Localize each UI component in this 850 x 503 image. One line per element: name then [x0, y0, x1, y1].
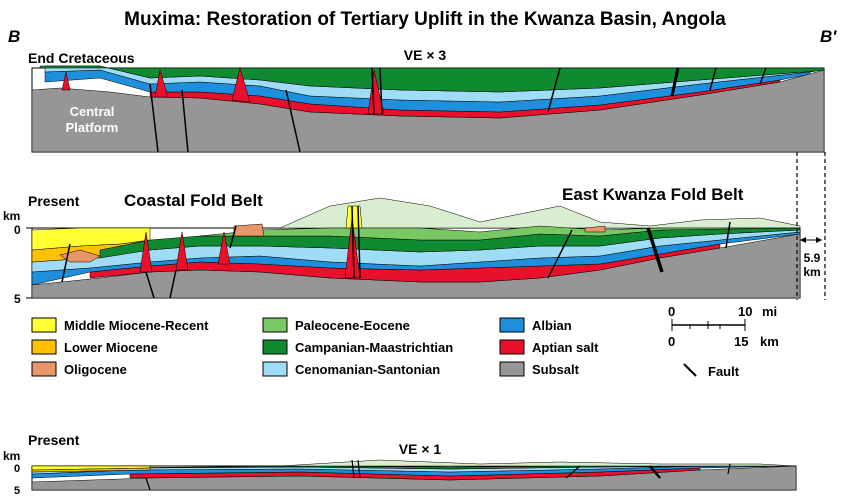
middle-km-bottom: 5 [14, 292, 21, 306]
legend-label: Paleocene-Eocene [295, 318, 410, 333]
bottom-km-unit: km [3, 449, 20, 463]
legend-label: Campanian-Maastrichtian [295, 340, 453, 355]
legend-swatch [262, 361, 288, 377]
section-present-ve3: 5.9 km Present Coastal Fold Belt East Kw… [3, 152, 826, 306]
bottom-section-label: Present [28, 432, 80, 448]
scale-km-zero: 0 [668, 334, 675, 349]
legend-label: Middle Miocene-Recent [64, 318, 209, 333]
top-section-label: End Cretaceous [28, 50, 135, 66]
endpoint-right: B′ [820, 27, 837, 46]
bottom-ve-label: VE × 1 [399, 441, 442, 457]
section-present-ve1: Present VE × 1 km 0 5 [3, 432, 797, 497]
legend-swatch [31, 339, 57, 355]
figure-title: Muxima: Restoration of Tertiary Uplift i… [124, 9, 726, 30]
legend-label: Albian [532, 318, 572, 333]
middle-km-unit: km [3, 209, 20, 223]
scale-km-unit: km [760, 334, 779, 349]
scale-mi-max: 10 [738, 304, 752, 319]
legend-swatch [31, 317, 57, 333]
scale-km-max: 15 [734, 334, 748, 349]
legend-label: Aptian salt [532, 340, 599, 355]
central-platform-label-2: Platform [66, 120, 119, 135]
scale-mi-zero: 0 [668, 304, 675, 319]
middle-section-label: Present [28, 193, 80, 209]
legend-swatch [262, 317, 288, 333]
legend-label: Lower Miocene [64, 340, 158, 355]
top-ve-label: VE × 3 [404, 47, 447, 63]
fault-legend-label: Fault [708, 364, 740, 379]
legend-swatch [499, 339, 525, 355]
bottom-km-top: 0 [14, 463, 20, 475]
shortening-unit: km [803, 265, 820, 279]
coastal-fold-belt-label: Coastal Fold Belt [124, 191, 263, 210]
legend-swatch [499, 361, 525, 377]
legend-swatch [499, 317, 525, 333]
east-kwanza-fold-belt-label: East Kwanza Fold Belt [562, 185, 744, 204]
section-end-cretaceous: End Cretaceous VE × 3 Central Platform [28, 47, 825, 153]
central-platform-label-1: Central [70, 104, 115, 119]
scale-mi-unit: mi [762, 304, 777, 319]
legend-label: Oligocene [64, 362, 127, 377]
endpoint-left: B [8, 27, 20, 46]
scale-bar: 0 10 mi 0 15 km [668, 304, 779, 349]
legend-swatch [31, 361, 57, 377]
legend-swatch [262, 339, 288, 355]
bottom-km-bottom: 5 [14, 485, 20, 497]
legend-label: Cenomanian-Santonian [295, 362, 440, 377]
shortening-value: 5.9 [804, 251, 821, 265]
legend-label: Subsalt [532, 362, 580, 377]
middle-km-top: 0 [14, 223, 21, 237]
fault-symbol-icon [683, 363, 697, 377]
